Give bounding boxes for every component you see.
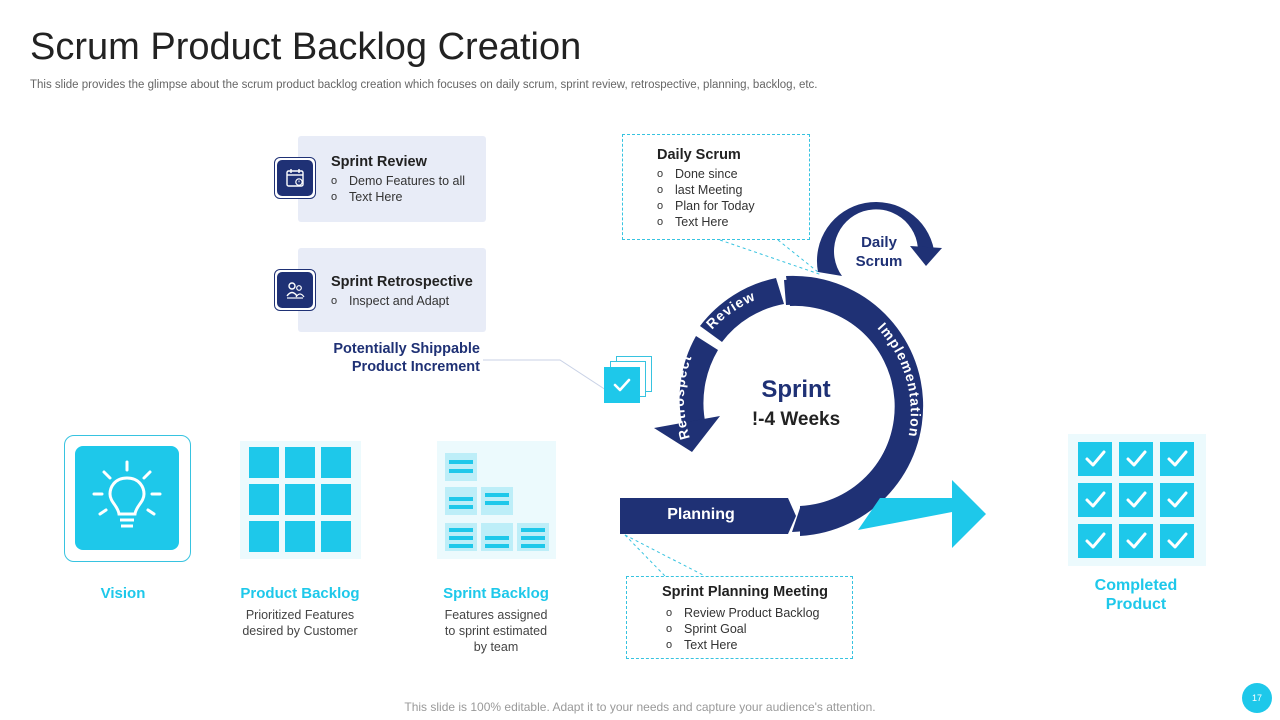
sprint-planning-title: Sprint Planning Meeting (662, 584, 828, 600)
sprint-review-title: Sprint Review (331, 154, 427, 170)
shippable-connector (483, 359, 607, 391)
sprint-backlog-desc-line1: Features assigned (444, 608, 548, 622)
sprint-backlog-desc-line2: to sprint estimated (444, 624, 548, 638)
backlog-list-icon (437, 441, 556, 559)
sprint-retrospective-badge (274, 269, 316, 311)
planning-bar (620, 498, 796, 534)
list-item: Review Product Backlog (666, 605, 819, 621)
list-item: Text Here (657, 214, 755, 230)
shippable-line2: Product Increment (351, 359, 480, 375)
sprint-center-duration: !-4 Weeks (751, 409, 841, 430)
list-item: Text Here (331, 189, 465, 205)
team-icon (277, 272, 313, 308)
daily-scrum-box-title: Daily Scrum (657, 147, 741, 163)
shippable-line1: Potentially Shippable (333, 341, 480, 357)
list-item: Inspect and Adapt (331, 293, 449, 309)
vision-frame (64, 435, 191, 562)
page-number-badge: 17 (1242, 683, 1272, 713)
completed-line2: Product (1105, 596, 1167, 613)
product-backlog-desc-line1: Prioritized Features (245, 608, 355, 622)
sprint-planning-list: Review Product Backlog Sprint Goal Text … (666, 605, 819, 653)
list-item: Sprint Goal (666, 621, 819, 637)
sprint-review-list: Demo Features to all Text Here (331, 173, 465, 205)
list-item: Done since (657, 166, 755, 182)
daily-scrum-cycle-label: Daily Scrum (846, 233, 912, 271)
completed-line1: Completed (1094, 577, 1178, 594)
list-item: last Meeting (657, 182, 755, 198)
sprint-retrospective-list: Inspect and Adapt (331, 293, 449, 309)
shippable-check-icon (604, 356, 654, 406)
calendar-icon (277, 160, 313, 196)
lightbulb-icon (75, 446, 179, 550)
daily-scrum-line2: Scrum (855, 253, 903, 270)
footer-note: This slide is 100% editable. Adapt it to… (404, 700, 876, 714)
completed-product-label: Completed Product (1066, 576, 1206, 614)
sprint-backlog-desc-line3: by team (473, 640, 519, 654)
daily-scrum-line1: Daily (861, 234, 897, 251)
daily-scrum-loop (816, 201, 934, 276)
product-backlog-desc-line2: desired by Customer (242, 624, 358, 638)
shippable-label: Potentially Shippable Product Increment (300, 340, 480, 376)
list-item: Plan for Today (657, 198, 755, 214)
sprint-retrospective-title: Sprint Retrospective (331, 274, 473, 290)
arrow-right-icon (858, 480, 986, 548)
list-item: Text Here (666, 637, 819, 653)
grid-icon (240, 441, 361, 559)
retrospect-label: Retrospect (671, 352, 694, 442)
vision-label: Vision (100, 585, 146, 602)
sprint-review-badge (274, 157, 316, 199)
sprint-center-title: Sprint (761, 376, 831, 403)
daily-scrum-list: Done since last Meeting Plan for Today T… (657, 166, 755, 230)
page-title: Scrum Product Backlog Creation (30, 26, 582, 68)
connector-lines (624, 239, 823, 577)
product-backlog-desc: Prioritized Features desired by Customer (225, 607, 375, 639)
planning-label: Planning (667, 506, 735, 523)
page-subtitle: This slide provides the glimpse about th… (30, 79, 818, 91)
list-item: Demo Features to all (331, 173, 465, 189)
completed-product-icon (1068, 434, 1206, 566)
review-arc (700, 278, 784, 342)
retrospect-arc (679, 336, 718, 432)
product-backlog-label: Product Backlog (240, 585, 360, 602)
sprint-backlog-desc: Features assigned to sprint estimated by… (421, 607, 571, 655)
sprint-backlog-label: Sprint Backlog (443, 585, 549, 602)
svg-text:Retrospect: Retrospect (671, 352, 695, 442)
sprint-retrospective-card (298, 248, 486, 332)
